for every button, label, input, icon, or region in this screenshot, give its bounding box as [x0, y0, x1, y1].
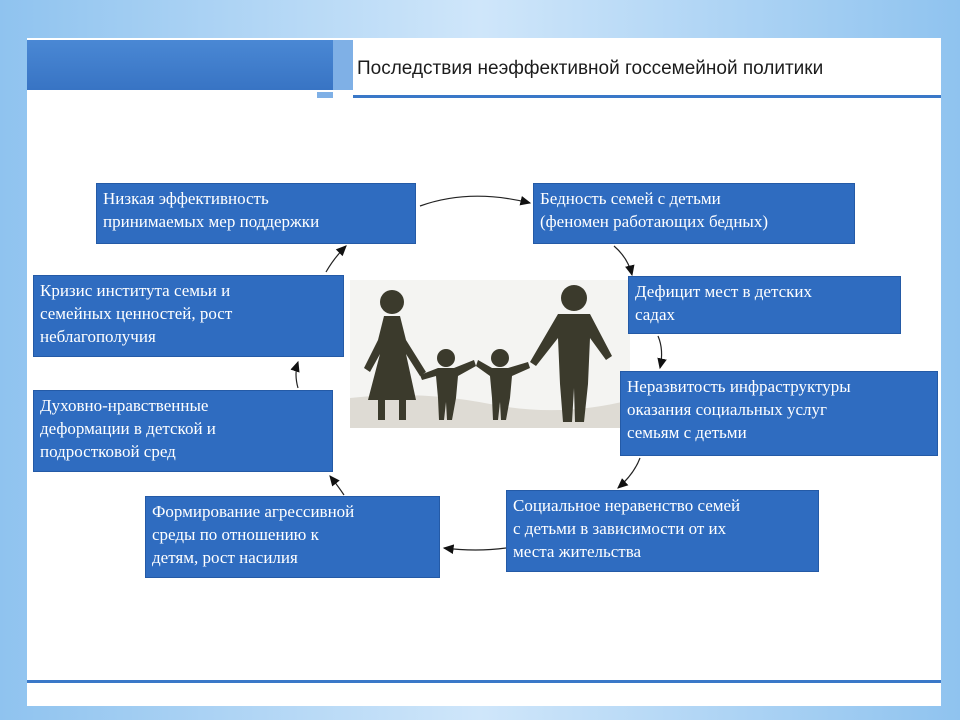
box-line: Духовно-нравственные: [40, 396, 209, 415]
box-line: Кризис института семьи и: [40, 281, 231, 300]
box-line: неблагополучия: [40, 327, 156, 346]
box-line: принимаемых мер поддержки: [103, 212, 320, 231]
arrow-1: [419, 195, 532, 207]
box-line: подростковой сред: [40, 442, 176, 461]
box-line: Низкая эффективность: [103, 189, 269, 208]
box-moral-deformation: Духовно-нравственные деформации в детско…: [33, 390, 333, 472]
arrow-6: [329, 475, 345, 496]
box-line: садах: [635, 305, 675, 324]
box-line: Неразвитость инфраструктуры: [627, 377, 851, 396]
box-line: (феномен работающих бедных): [540, 212, 769, 231]
arrow-2: [613, 245, 635, 277]
box-line: оказания социальных услуг: [627, 400, 828, 419]
box-line: с детьми в зависимости от их: [513, 519, 727, 538]
box-poverty: Бедность семей с детьми (феномен работаю…: [533, 183, 855, 244]
box-family-crisis: Кризис института семьи и семейных ценнос…: [33, 275, 344, 357]
header-block: [27, 40, 333, 90]
box-low-effectiveness: Низкая эффективность принимаемых мер под…: [96, 183, 416, 244]
header-accent-small: [317, 92, 333, 98]
footer-rule: [27, 680, 941, 683]
header-accent: [333, 40, 353, 90]
arrow-8: [325, 245, 347, 273]
arrow-3: [657, 335, 667, 370]
box-line: Формирование агрессивной: [152, 502, 355, 521]
box-line: семейных ценностей, рост: [40, 304, 233, 323]
box-line: Бедность семей с детьми: [540, 189, 721, 208]
arrow-7: [290, 360, 300, 389]
header-rule: [353, 95, 941, 98]
box-kindergarten-deficit: Дефицит мест в детских садах: [628, 276, 901, 334]
box-line: Дефицит мест в детских: [635, 282, 813, 301]
box-line: среды по отношению к: [152, 525, 319, 544]
arrow-5: [442, 544, 507, 554]
box-line: детям, рост насилия: [152, 548, 298, 567]
box-line: места жительства: [513, 542, 642, 561]
box-infrastructure: Неразвитость инфраструктуры оказания соц…: [620, 371, 938, 456]
box-line: деформации в детской и: [40, 419, 216, 438]
arrow-4: [617, 457, 641, 489]
box-line: семьям с детьми: [627, 423, 747, 442]
box-line: Социальное неравенство семей: [513, 496, 741, 515]
slide-title: Последствия неэффективной госсемейной по…: [357, 58, 824, 79]
family-silhouette-icon: [350, 280, 630, 428]
box-social-inequality: Социальное неравенство семей с детьми в …: [506, 490, 819, 572]
box-aggressive-environment: Формирование агрессивной среды по отноше…: [145, 496, 440, 578]
